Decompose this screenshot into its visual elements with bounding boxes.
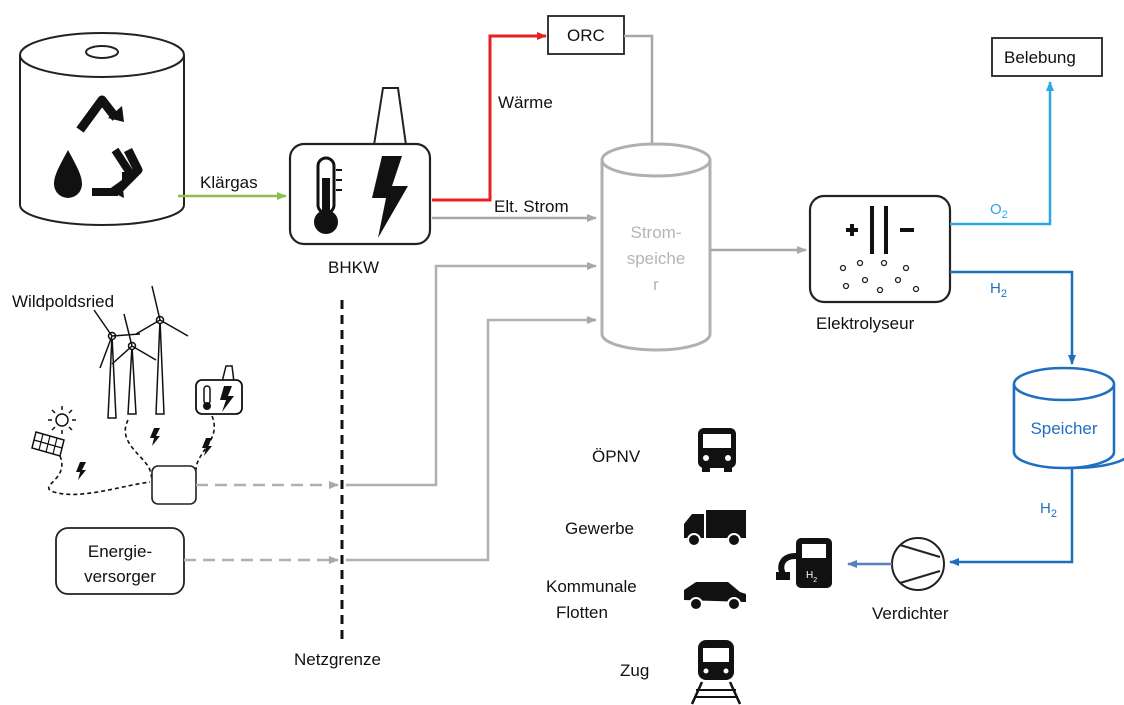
orc-box	[547, 15, 625, 55]
bhkw-label: BHKW	[328, 258, 379, 277]
pump-h2-label: H2	[806, 570, 817, 584]
waerme-label: Wärme	[498, 93, 553, 112]
elektrolyseur-label: Elektrolyseur	[816, 314, 915, 333]
klaergas-label: Klärgas	[200, 173, 258, 192]
car-icon	[684, 582, 746, 611]
consumer-zug-label: Zug	[620, 661, 649, 680]
bus-icon	[698, 428, 736, 472]
compressor-icon	[891, 537, 945, 591]
wind-turbine-icon	[93, 285, 189, 419]
h2-to-speicher-arrow	[950, 270, 1076, 365]
netzgrenze-label: Netzgrenze	[294, 650, 381, 669]
o2-label: O2	[990, 201, 1008, 221]
consumer-oepnv-label: ÖPNV	[592, 447, 641, 466]
h2-lower-label: H2	[1040, 500, 1057, 520]
waerme-arrow	[432, 32, 547, 202]
hydrogen-storage-cylinder	[1012, 366, 1124, 470]
lightning-small-icons	[76, 428, 212, 480]
consumer-flotten-label: Flotten	[556, 603, 608, 622]
strom-speicher-label-3: r	[653, 275, 659, 294]
speicher-label: Speicher	[1030, 419, 1097, 438]
truck-icon	[684, 510, 746, 547]
digester-tank	[19, 32, 185, 226]
h2-lower-label-text: H2	[1040, 500, 1057, 520]
h2-to-verdichter-arrow	[949, 468, 1074, 566]
mini-bhkw-icon	[195, 365, 243, 415]
bhkw-unit	[288, 87, 432, 246]
o2-label-text: O2	[990, 201, 1008, 221]
electrolyser-unit	[808, 194, 952, 304]
train-icon	[690, 640, 742, 705]
consumer-kommunale-label: Kommunale	[546, 577, 637, 596]
local-node-box	[151, 465, 197, 505]
energieversorger-to-storage-arrow	[346, 316, 597, 562]
power-storage-cylinder	[600, 142, 712, 352]
solar-panel-icon	[31, 406, 76, 457]
wildpoldsried-label: Wildpoldsried	[12, 292, 114, 311]
elt-strom-label: Elt. Strom	[494, 197, 569, 216]
wildpoldsried-to-storage-arrow	[346, 262, 597, 487]
h2-upper-label-text: H2	[990, 280, 1007, 300]
energieversorger-label-1: Energie-	[88, 542, 152, 561]
belebung-box	[991, 37, 1103, 77]
thermometer-icon	[314, 156, 342, 234]
recycle-icon	[76, 95, 143, 198]
orc-label: ORC	[567, 26, 605, 45]
energieversorger-label-2: versorger	[84, 567, 156, 586]
droplet-icon	[54, 147, 136, 198]
consumer-gewerbe-label: Gewerbe	[565, 519, 634, 538]
belebung-label: Belebung	[1004, 48, 1076, 67]
fuel-pump-icon	[776, 538, 832, 588]
strom-speicher-label-2: speiche	[627, 249, 686, 268]
h2-upper-label: H2	[990, 280, 1007, 300]
orc-to-storage-arrow	[624, 34, 656, 153]
o2-arrow	[950, 81, 1054, 226]
lightning-icon	[372, 156, 408, 238]
strom-speicher-label-1: Strom-	[631, 223, 682, 242]
verdichter-label: Verdichter	[872, 604, 949, 623]
